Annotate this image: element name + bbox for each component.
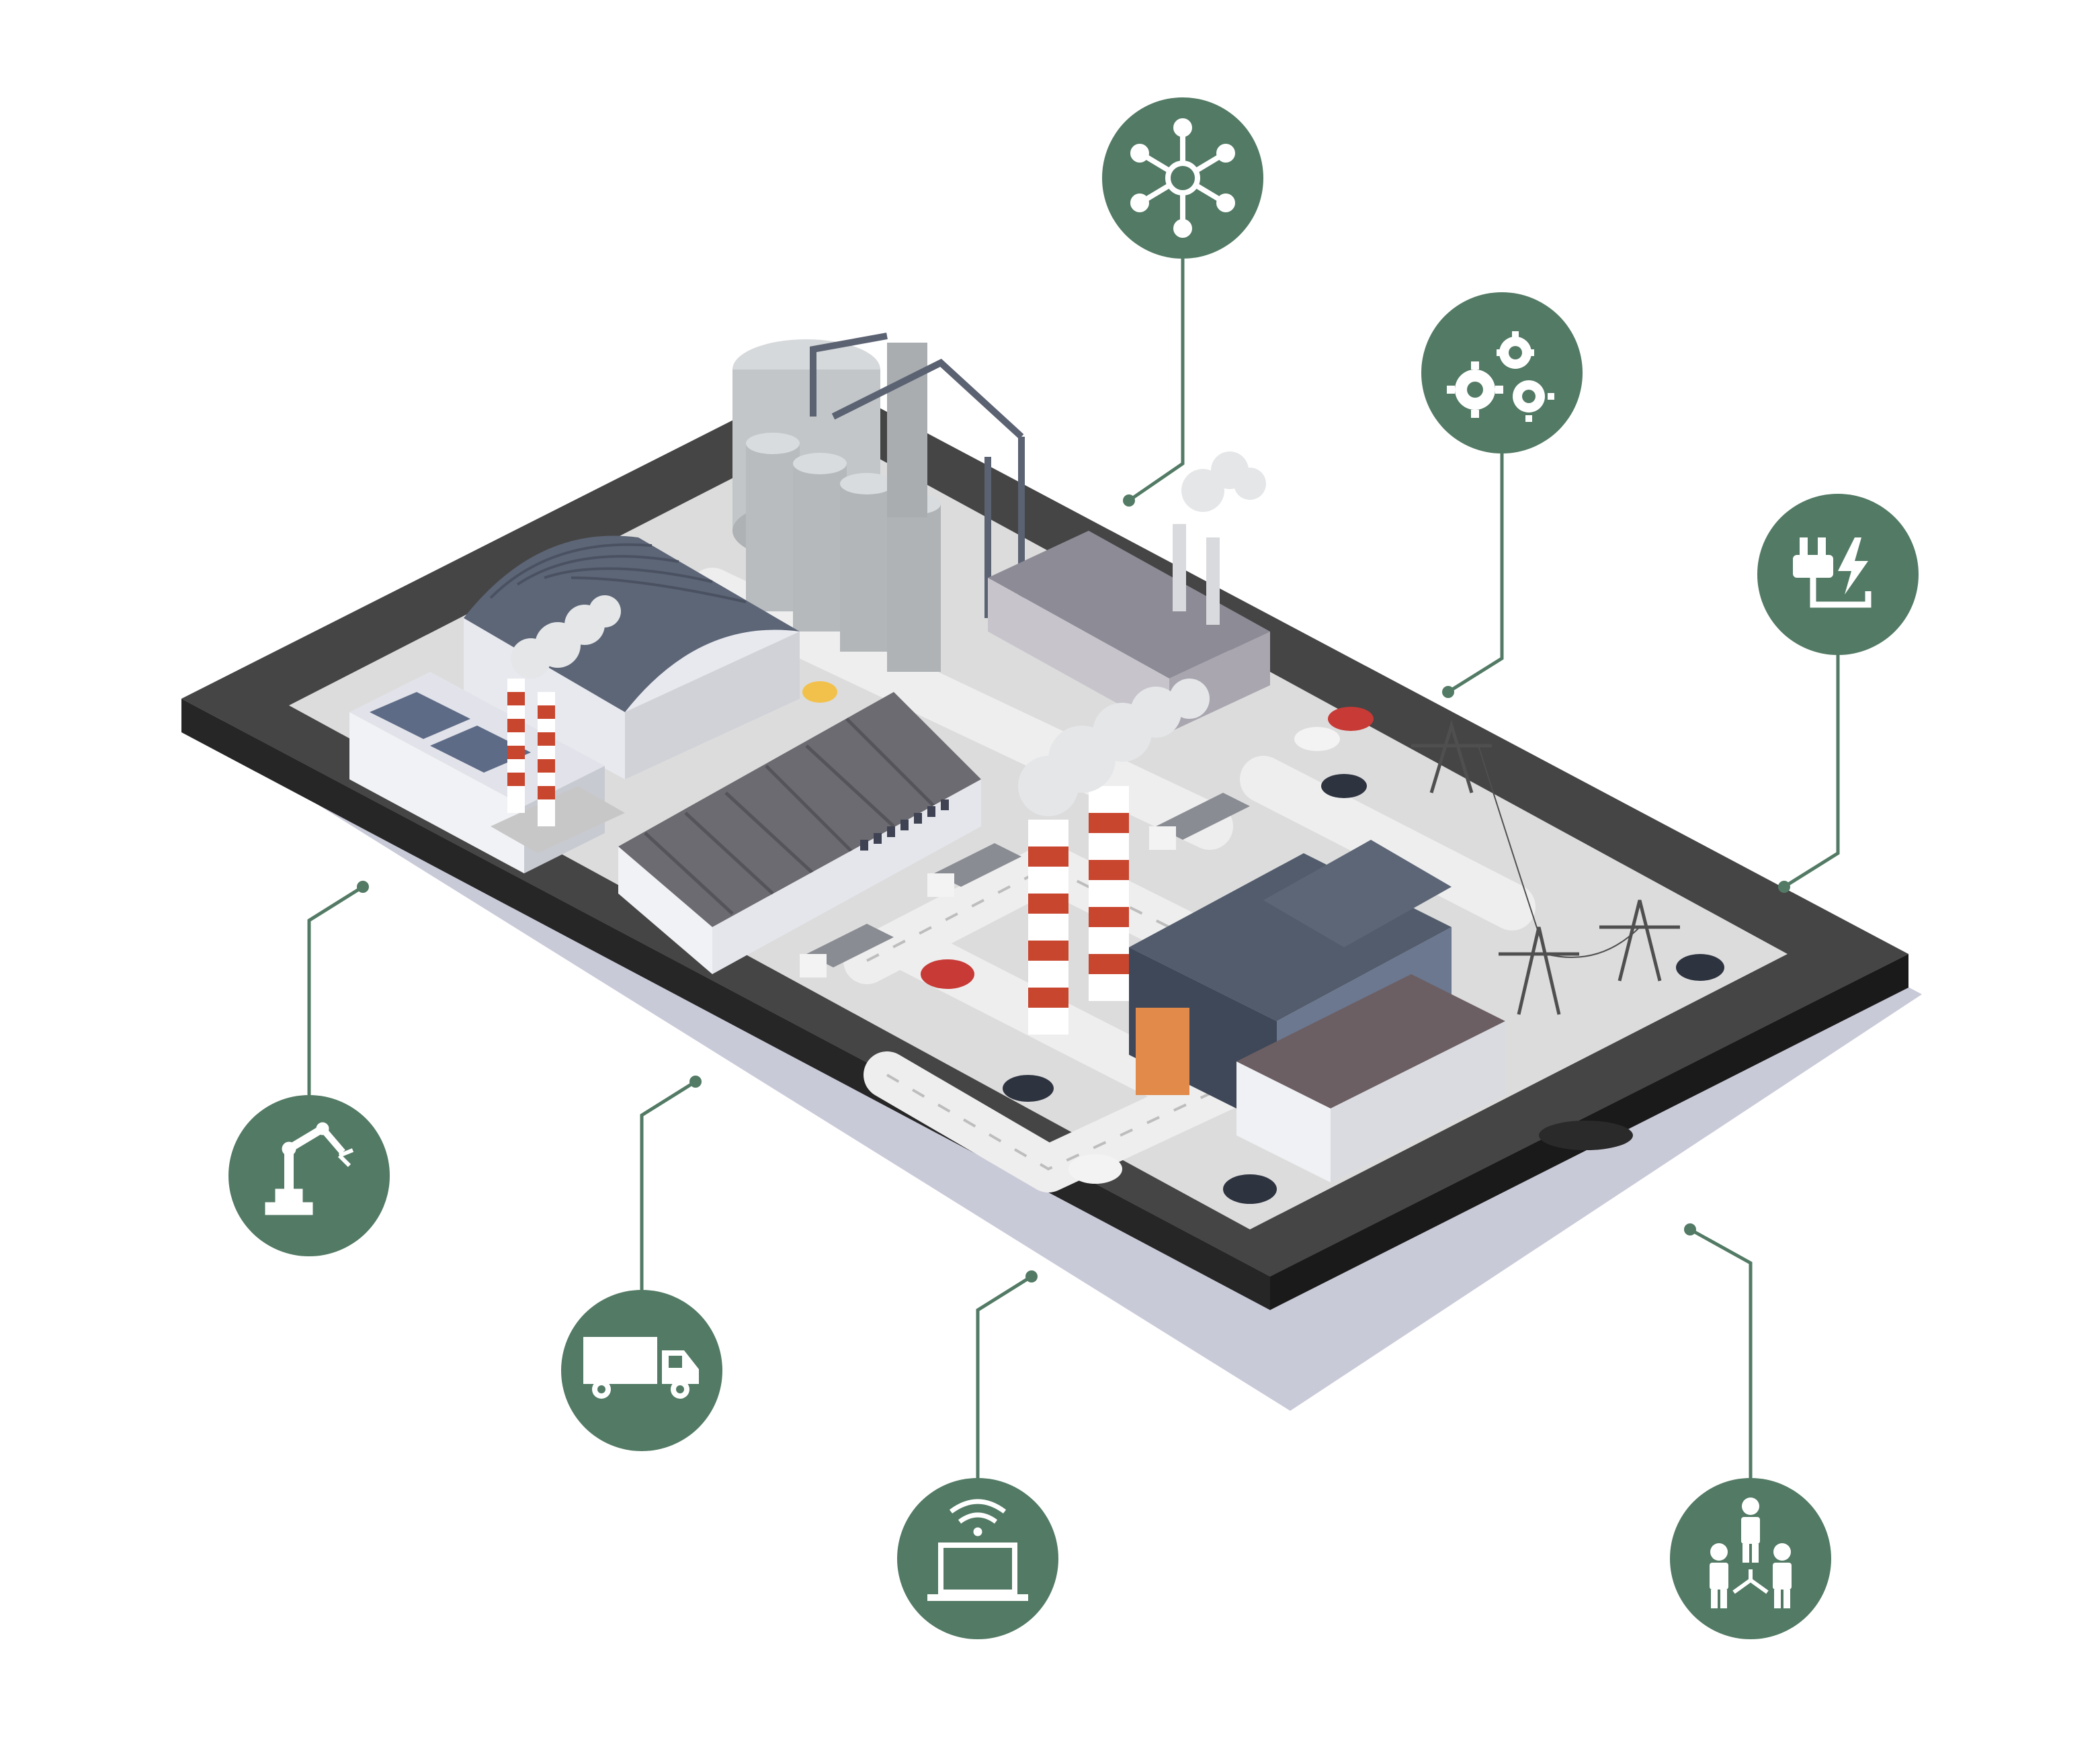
warehouse-long [618, 692, 981, 974]
car [1676, 954, 1724, 981]
connector-robot [307, 885, 364, 1095]
vehicles [800, 681, 1724, 1204]
badge-network[interactable] [1102, 97, 1263, 259]
network-hub-icon [1130, 118, 1235, 238]
connector-wireless [976, 1274, 1033, 1478]
connector-network [1128, 259, 1185, 503]
connector-workforce [1689, 1227, 1753, 1478]
road-east [1240, 756, 1536, 930]
solar-panels [370, 692, 531, 773]
wifi-laptop-icon [927, 1499, 1028, 1601]
connectors [307, 259, 1840, 1478]
connector-gears [1447, 448, 1504, 694]
car [1223, 1174, 1277, 1204]
car [802, 681, 837, 703]
delivery-truck-icon [583, 1337, 699, 1399]
power-plant [1129, 840, 1505, 1182]
furnace [1136, 1008, 1189, 1095]
truck [1149, 793, 1250, 850]
car [1068, 1154, 1122, 1184]
team-hierarchy-icon [1710, 1497, 1792, 1608]
badge-gears[interactable] [1421, 292, 1583, 453]
silo-complex [732, 333, 1025, 672]
car [1328, 707, 1374, 731]
gears-icon [1447, 331, 1554, 422]
car [1294, 727, 1340, 751]
car [1003, 1075, 1054, 1102]
badge-energy[interactable] [1757, 494, 1919, 655]
truck [927, 843, 1021, 897]
car [921, 959, 974, 989]
car [1321, 774, 1367, 798]
silo-row [746, 433, 941, 672]
truck [800, 924, 894, 977]
home-button[interactable] [1539, 1121, 1633, 1150]
power-pylons [1411, 720, 1680, 1015]
robotic-arm-icon [265, 1122, 354, 1215]
smokestacks-center [1018, 679, 1210, 1035]
badge-robot[interactable] [228, 1095, 390, 1256]
badge-logistics[interactable] [561, 1290, 722, 1451]
badge-wireless[interactable] [897, 1478, 1058, 1639]
connector-dots [357, 494, 1790, 1283]
smokestacks-left [507, 595, 621, 826]
connector-energy [1783, 652, 1840, 889]
plug-lightning-icon [1793, 537, 1872, 608]
badge-workforce[interactable] [1670, 1478, 1831, 1639]
connector-logistics [640, 1080, 697, 1290]
